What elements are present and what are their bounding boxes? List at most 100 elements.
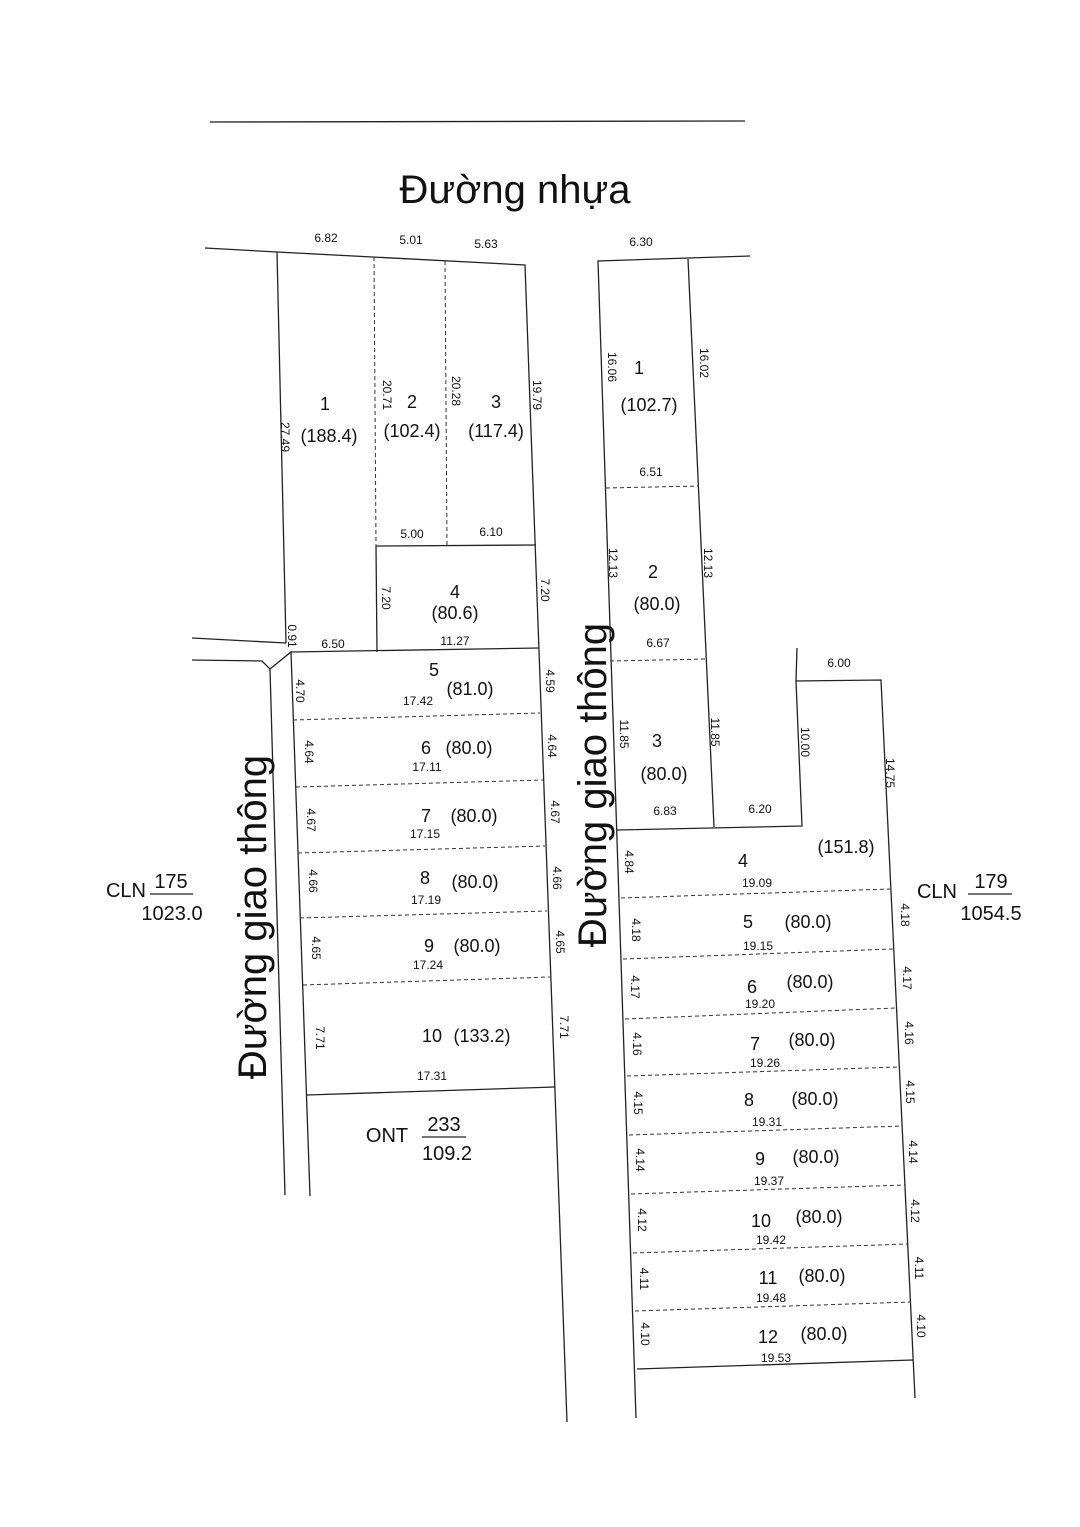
dim-b-p1-left: 16.06 — [605, 352, 619, 382]
parcel-a3-no: 3 — [491, 392, 501, 412]
parcel-b9-no: 9 — [755, 1149, 765, 1169]
parcel-a6-area: (80.0) — [445, 738, 492, 758]
dim-a10-right: 7.71 — [557, 1015, 571, 1039]
dim-a-p4-right: 7.20 — [538, 578, 552, 602]
dim-b5-left: 4.18 — [629, 918, 643, 942]
parcel-a10-area: (133.2) — [453, 1026, 510, 1046]
dim-a7-len: 17.15 — [410, 827, 440, 841]
dim-a-p4-left: 7.20 — [379, 586, 393, 610]
dim-b12-len: 19.53 — [761, 1351, 791, 1365]
parcel-a3-area: (117.4) — [468, 421, 524, 441]
block-a-boundaries — [191, 247, 568, 1423]
dim-b-p4-left: 4.84 — [622, 850, 636, 874]
ont-area: 109.2 — [422, 1143, 472, 1165]
parcel-a2-area: (102.4) — [383, 421, 440, 441]
parcel-a7-no: 7 — [421, 806, 431, 826]
dim-a9-right: 4.65 — [553, 930, 567, 954]
dim-b-ext-right: 14.75 — [883, 758, 897, 788]
parcel-b8-area: (80.0) — [791, 1089, 838, 1109]
dim-a5-len: 17.42 — [403, 694, 433, 708]
parcel-b5-area: (80.0) — [784, 912, 831, 932]
cln-left-label: CLN 175 1023.0 — [106, 871, 203, 925]
parcel-b3-area: (80.0) — [640, 764, 687, 784]
dim-a-top2: 5.01 — [399, 233, 423, 247]
dim-a8-right: 4.66 — [550, 866, 564, 890]
block-b-boundaries — [597, 255, 916, 1419]
dim-b-p3-bottom: 6.83 — [653, 804, 677, 818]
dim-b-step: 6.20 — [748, 802, 772, 816]
parcel-b9-area: (80.0) — [792, 1147, 839, 1167]
dim-b6-len: 19.20 — [745, 997, 775, 1011]
parcel-b10-no: 10 — [751, 1211, 771, 1231]
parcel-a6-no: 6 — [421, 738, 431, 758]
parcel-a10-no: 10 — [422, 1026, 442, 1046]
dim-a9-left: 4.65 — [309, 936, 323, 960]
dim-b11-left: 4.11 — [637, 1268, 651, 1291]
dim-b-ext-top: 6.00 — [827, 656, 851, 670]
block-b-rows: 5 (80.0) 19.15 4.18 4.18 6 (80.0) 19.20 4.17 4.17… — [628, 903, 928, 1365]
dim-b6-right: 4.17 — [900, 966, 914, 990]
parcel-b2-area: (80.0) — [633, 594, 680, 614]
dim-b-p3-left: 11.85 — [617, 719, 631, 748]
parcel-b11-area: (80.0) — [798, 1266, 845, 1286]
parcel-b8-no: 8 — [744, 1090, 754, 1110]
ont-code: ONT — [366, 1125, 408, 1147]
dim-b8-len: 19.31 — [752, 1115, 782, 1129]
dim-b10-len: 19.42 — [756, 1233, 786, 1247]
dim-a-p1-bottom: 6.50 — [321, 637, 345, 651]
parcel-a8-no: 8 — [420, 868, 430, 888]
dim-a7-left: 4.67 — [304, 808, 318, 832]
block-a-dashed-lines — [292, 256, 551, 986]
dim-b7-left: 4.16 — [630, 1032, 644, 1056]
parcel-b3-no: 3 — [652, 731, 662, 751]
parcel-b1-area: (102.7) — [620, 395, 677, 415]
dim-a9-len: 17.24 — [413, 958, 443, 972]
road-edge-top — [209, 120, 746, 123]
parcel-a4-no: 4 — [450, 582, 460, 602]
dim-b8-right: 4.15 — [903, 1080, 917, 1104]
parcel-b5-no: 5 — [743, 912, 753, 932]
dim-b8-left: 4.15 — [631, 1091, 645, 1115]
cln-left-code: CLN — [106, 880, 146, 902]
parcel-b6-no: 6 — [747, 977, 757, 997]
parcel-b4-no: 4 — [738, 851, 748, 871]
parcel-b7-area: (80.0) — [788, 1030, 835, 1050]
ont-parcel: 233 — [427, 1114, 460, 1136]
dim-b9-len: 19.37 — [754, 1174, 784, 1188]
parcel-b7-no: 7 — [750, 1034, 760, 1054]
dim-b-p3-right: 11.85 — [708, 717, 722, 746]
dim-b11-right: 4.11 — [912, 1257, 926, 1280]
dim-a5-right: 4.59 — [543, 669, 557, 693]
dim-b9-left: 4.14 — [633, 1148, 647, 1172]
dim-b-top: 6.30 — [629, 235, 653, 249]
dim-b-p1-bottom: 6.51 — [639, 465, 663, 479]
block-b-dashed-lines — [605, 485, 912, 1312]
parcel-b11-no: 11 — [759, 1268, 778, 1288]
dim-b5-len: 19.15 — [743, 939, 773, 953]
dim-b9-right: 4.14 — [906, 1140, 920, 1164]
dim-a5-left: 4.70 — [293, 679, 307, 703]
parcel-b4-area: (151.8) — [817, 837, 874, 857]
dim-a6-right: 4.64 — [545, 734, 559, 758]
parcel-a1-no: 1 — [320, 394, 330, 414]
dim-b10-right: 4.12 — [908, 1199, 922, 1223]
dim-a10-left: 7.71 — [313, 1026, 327, 1050]
dim-a-b3: 6.10 — [479, 525, 503, 539]
dim-b5-right: 4.18 — [898, 903, 912, 927]
dim-b-p2-left: 12.13 — [606, 548, 620, 578]
dim-b6-left: 4.17 — [628, 975, 642, 999]
parcel-a4-area: (80.6) — [431, 603, 478, 623]
cln-right-area: 1054.5 — [960, 903, 1021, 925]
dim-a-b2: 5.00 — [400, 527, 424, 541]
parcel-a5-area: (81.0) — [446, 679, 493, 699]
parcel-a8-area: (80.0) — [451, 872, 498, 892]
parcel-a5-no: 5 — [429, 660, 439, 680]
dim-b-p4-len: 19.09 — [742, 876, 772, 890]
ont-label: ONT 233 109.2 — [366, 1114, 472, 1165]
dim-a-p1-step: 0.91 — [285, 624, 299, 648]
dim-a-side4: 19.79 — [530, 380, 544, 410]
dim-b7-right: 4.16 — [902, 1021, 916, 1045]
dim-a10-len: 17.31 — [417, 1069, 447, 1083]
parcel-b12-no: 12 — [758, 1327, 778, 1347]
